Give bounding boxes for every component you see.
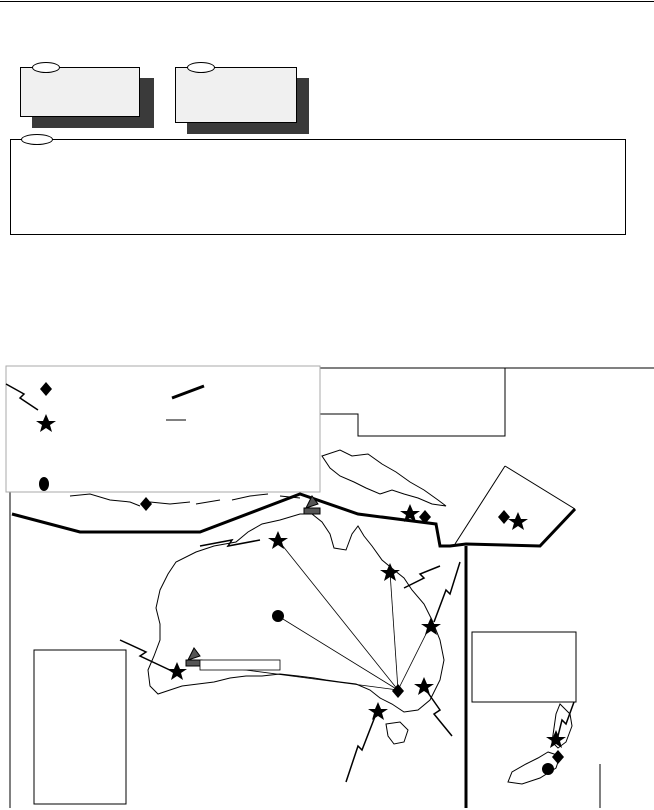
map-svg [5, 365, 654, 808]
callout-left-box [20, 67, 140, 117]
australia-coast [147, 513, 445, 713]
star-icon [414, 677, 434, 695]
star-icon [546, 730, 566, 748]
legend-panel [5, 365, 321, 493]
info-box-left [33, 649, 127, 805]
region-border-png [320, 368, 506, 437]
satellite-dish-icons [185, 495, 321, 667]
legend-lightning-icon [5, 383, 39, 411]
description-box-tab [21, 134, 53, 145]
label-box [199, 659, 281, 671]
legend-diamond-icon [40, 382, 52, 396]
callout-left-tab [32, 62, 60, 73]
diamond-icon [392, 684, 404, 698]
star-icon [268, 531, 288, 549]
star-icon [380, 563, 400, 581]
legend-star-icon [36, 414, 56, 432]
map-frame [9, 367, 654, 808]
hub-links [199, 539, 431, 691]
callout-right-tab [187, 62, 215, 73]
description-box [10, 134, 626, 235]
callout-left [20, 62, 160, 132]
star-icon [368, 702, 388, 720]
satellite-dish-icon [303, 495, 321, 515]
thick-border-north [11, 492, 577, 548]
circle-icon [272, 610, 284, 622]
star-icon [400, 504, 420, 522]
header-rule [0, 1, 654, 2]
callout-right [175, 62, 315, 138]
star-icon [508, 512, 528, 530]
legend-circle-icon [39, 477, 49, 491]
star-icon [421, 617, 441, 635]
info-box-right [471, 631, 577, 703]
diamond-icon [552, 750, 564, 764]
thick-line-icon [171, 384, 205, 400]
indonesia-islands [69, 493, 301, 507]
new-zealand-north [551, 703, 573, 749]
circle-icon [542, 763, 554, 775]
diamond-icon [419, 510, 431, 524]
tasmania-coast [385, 721, 409, 745]
diamond-icon [498, 510, 510, 524]
new-guinea-coast [321, 449, 447, 507]
diamond-icon [140, 497, 152, 511]
network-map [0, 364, 654, 810]
star-icon [167, 662, 187, 680]
callout-right-box [175, 67, 297, 123]
region-border-pacific [454, 465, 576, 545]
